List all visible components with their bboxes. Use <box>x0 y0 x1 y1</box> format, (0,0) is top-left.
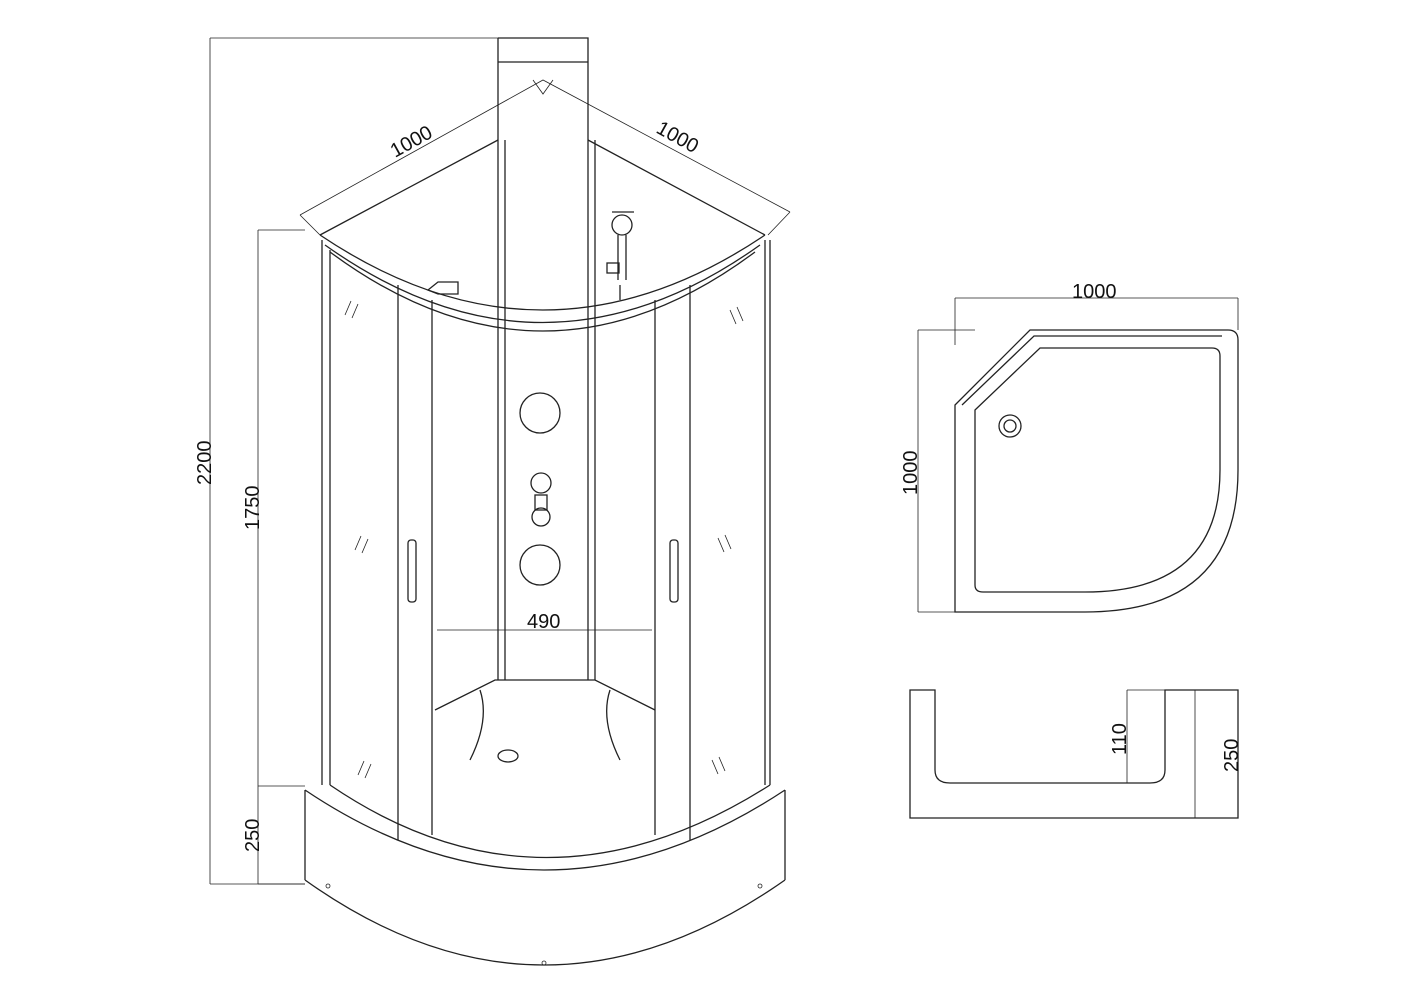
cabin-frame <box>321 240 771 840</box>
dim-cabin-height: 1750 <box>242 486 264 531</box>
dim-section-height: 250 <box>1221 739 1243 772</box>
tray-plan-view: 1000 1000 <box>900 281 1239 613</box>
body-jet-icon <box>519 392 561 434</box>
body-jet-icon <box>519 544 561 586</box>
door-handle-left <box>407 539 417 603</box>
front-view: 2200 1750 250 1000 1000 490 <box>194 37 791 966</box>
drain-icon <box>497 749 519 763</box>
rear-column <box>497 37 596 680</box>
hand-shower-icon <box>606 211 634 300</box>
dim-total-height: 2200 <box>194 441 216 486</box>
dim-tray-width: 1000 <box>1072 281 1117 303</box>
door-handle-right <box>669 539 679 603</box>
tray-base <box>304 784 786 966</box>
dim-width-left: 1000 <box>387 122 437 163</box>
mixer-controls <box>530 472 552 527</box>
glass-marks <box>344 300 744 779</box>
tray-drain-icon <box>998 414 1022 438</box>
dim-door-opening: 490 <box>527 611 560 633</box>
tray-inner <box>434 679 656 761</box>
dim-inner-depth: 110 <box>1109 723 1131 755</box>
dimension-lines <box>209 37 791 885</box>
roof-outline <box>319 139 766 332</box>
tray-section-view: 110 250 <box>909 689 1243 819</box>
dim-tray-height: 250 <box>242 819 264 852</box>
tap-icon <box>426 281 459 295</box>
dim-tray-depth: 1000 <box>900 451 922 496</box>
